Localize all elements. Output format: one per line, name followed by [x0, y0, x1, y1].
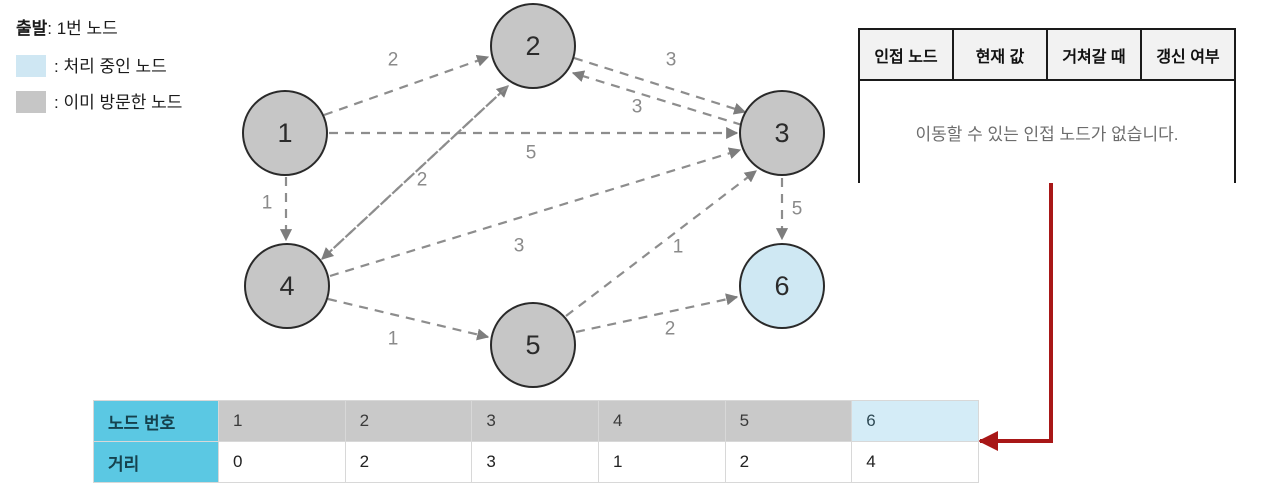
processing-color-swatch — [16, 55, 46, 77]
distance-table-node-5[interactable]: 5 — [724, 400, 853, 442]
edge-2-3 — [573, 56, 747, 115]
edge-5-3 — [565, 170, 757, 317]
legend-item-processing-label: : 처리 중인 노드 — [54, 56, 167, 76]
graph-node-1[interactable]: 1 — [242, 90, 328, 176]
edge-weight-3-2: 3 — [631, 96, 643, 118]
distance-value-4: 1 — [597, 441, 726, 483]
legend-start-line: 출발: 1번 노드 — [16, 20, 256, 37]
graph-node-4-label: 4 — [279, 270, 295, 301]
edge-weight-4-2: 2 — [416, 169, 428, 191]
graph-node-2-label: 2 — [525, 30, 541, 61]
distance-table-node-4[interactable]: 4 — [597, 400, 726, 442]
pointer-arrow-path — [978, 183, 1053, 451]
distance-table-rowhead-node: 노드 번호 — [93, 400, 219, 442]
graph-node-5[interactable]: 5 — [490, 302, 576, 388]
edge-weight-1-3: 5 — [525, 142, 537, 164]
edge-5-6 — [575, 293, 739, 334]
info-table-message: 이동할 수 있는 인접 노드가 없습니다. — [860, 81, 1234, 183]
graph-node-6-label: 6 — [774, 270, 790, 301]
edge-4-3 — [329, 147, 742, 278]
distance-table-node-2[interactable]: 2 — [344, 400, 473, 442]
graph-node-6[interactable]: 6 — [739, 243, 825, 329]
edge-2-4 — [321, 85, 509, 260]
legend-start-value: : 1번 노드 — [47, 19, 118, 38]
edge-1-2 — [323, 54, 490, 117]
edge-4-2 — [321, 85, 509, 260]
distance-value-2: 2 — [344, 441, 473, 483]
edge-weight-1-2: 2 — [387, 49, 399, 71]
edge-weight-5-6: 2 — [664, 318, 676, 340]
edge-weight-4-5: 1 — [387, 328, 399, 350]
visited-color-swatch — [16, 91, 46, 113]
distance-value-1: 0 — [218, 441, 346, 483]
distance-value-5: 2 — [724, 441, 853, 483]
edge-weight-5-3: 1 — [672, 236, 684, 258]
legend-start-label: 출발 — [16, 19, 48, 38]
graph-node-3[interactable]: 3 — [739, 90, 825, 176]
distance-table-node-3[interactable]: 3 — [471, 400, 599, 442]
info-header-via: 거쳐갈 때 — [1048, 30, 1142, 79]
adjacent-node-info-table: 인접 노드 현재 값 거쳐갈 때 갱신 여부 이동할 수 있는 인접 노드가 없… — [858, 28, 1236, 183]
legend-item-processing: : 처리 중인 노드 — [16, 55, 256, 77]
distance-value-3: 3 — [471, 441, 599, 483]
edge-weight-2-3: 3 — [665, 49, 677, 71]
edge-weight-1-4: 1 — [261, 192, 273, 214]
info-header-adjacent-node: 인접 노드 — [860, 30, 954, 79]
distance-table-value-row: 거리 0 2 3 1 2 4 — [93, 441, 979, 483]
graph-node-4[interactable]: 4 — [244, 243, 330, 329]
edge-3-2 — [571, 70, 743, 127]
info-header-current-value: 현재 값 — [954, 30, 1048, 79]
distance-value-6: 4 — [851, 441, 979, 483]
distance-table-node-6[interactable]: 6 — [851, 400, 979, 442]
graph-node-1-label: 1 — [277, 117, 293, 148]
graph-edges-layer — [279, 54, 789, 341]
info-table-header-row: 인접 노드 현재 값 거쳐갈 때 갱신 여부 — [860, 30, 1234, 81]
distance-table-node-row: 노드 번호 1 2 3 4 5 6 — [93, 400, 979, 442]
edge-4-5 — [327, 297, 490, 341]
legend-item-visited: : 이미 방문한 노드 — [16, 91, 256, 113]
graph-diagram: 1 2 3 4 5 6 2 5 1 3 3 5 2 3 1 1 2 — [242, 3, 825, 388]
graph-node-3-label: 3 — [774, 117, 790, 148]
distance-table-rowhead-distance: 거리 — [93, 441, 219, 483]
info-header-updated: 갱신 여부 — [1142, 30, 1234, 79]
distance-table: 노드 번호 1 2 3 4 5 6 거리 0 2 3 1 2 4 — [93, 400, 979, 483]
edge-weight-3-6: 5 — [791, 198, 803, 220]
graph-node-2[interactable]: 2 — [490, 3, 576, 89]
distance-table-node-1[interactable]: 1 — [218, 400, 346, 442]
edge-weight-4-3: 3 — [513, 235, 525, 257]
legend: 출발: 1번 노드 : 처리 중인 노드 : 이미 방문한 노드 — [16, 20, 256, 127]
legend-item-visited-label: : 이미 방문한 노드 — [54, 92, 183, 112]
graph-node-5-label: 5 — [525, 329, 541, 360]
